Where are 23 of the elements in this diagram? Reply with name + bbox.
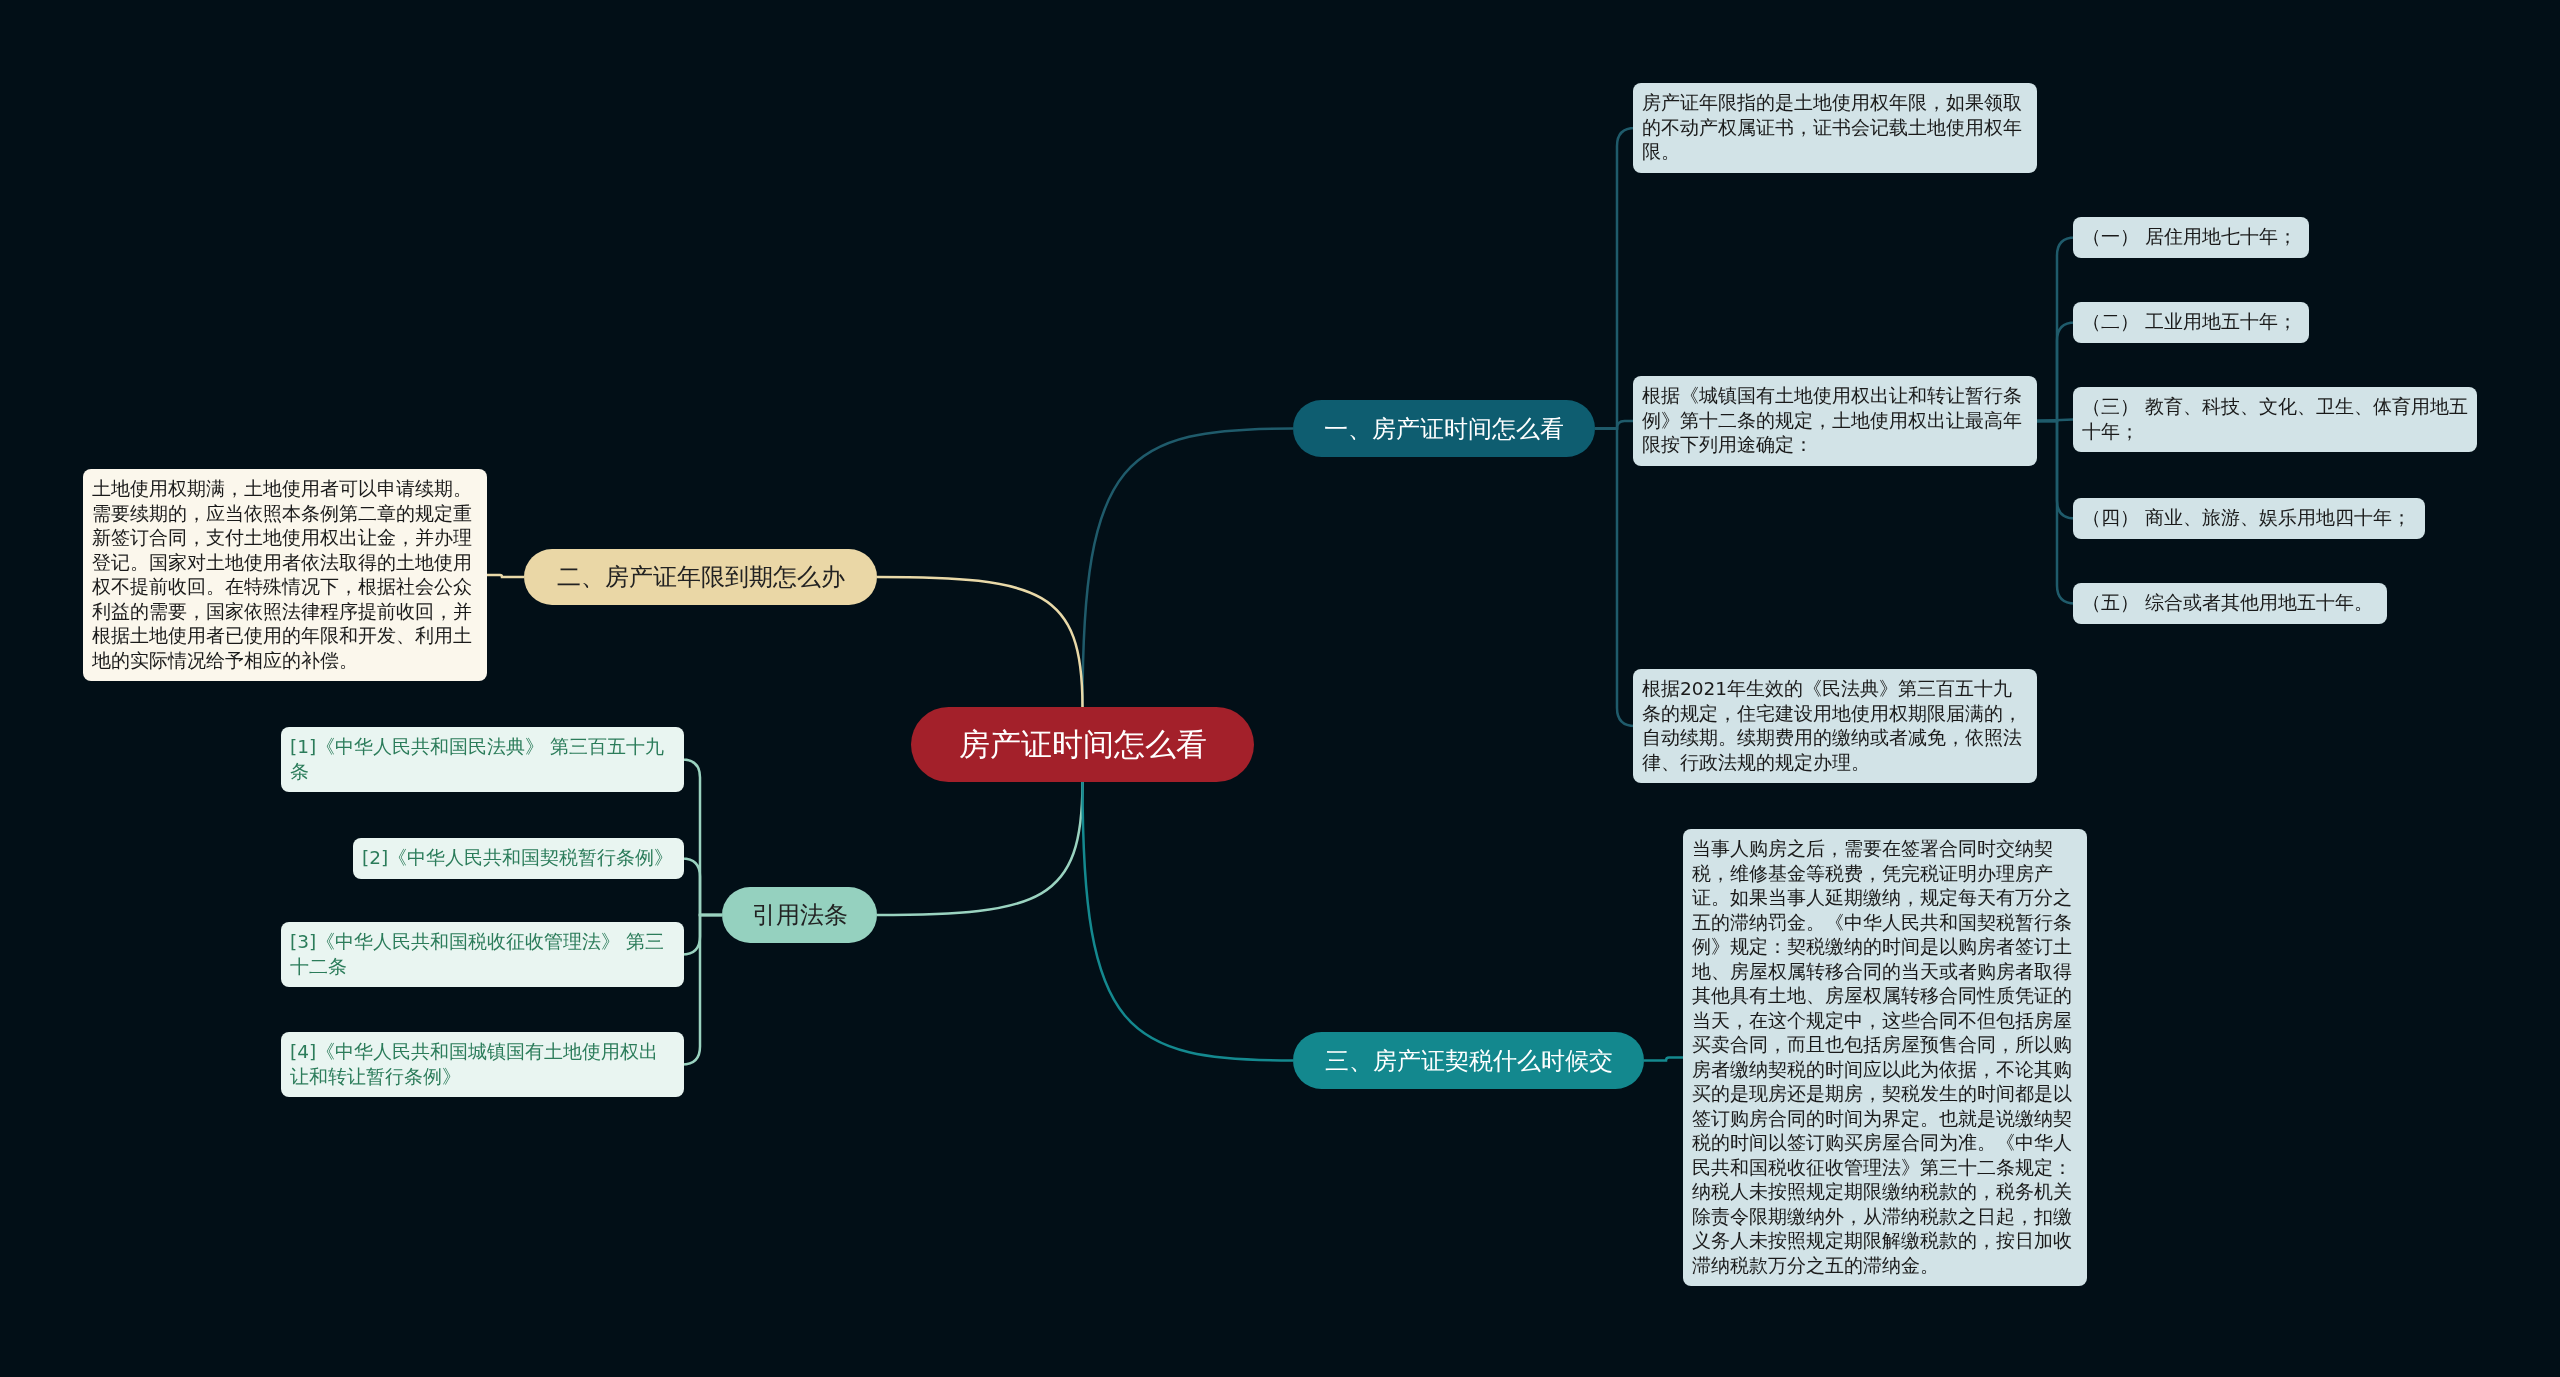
text-card: 土地使用权期满，土地使用者可以申请续期。需要续期的，应当依照本条例第二章的规定重新签订合同，支付土地使用权出让金，并办理登记。国家对土地使用者依法取得的土地使用权不提前收回。在特殊情况下，根据社会公众利益的需要，国家依照法律程序提前收回，并根据土地使用者已使用的年限和开发、利用土地的实际情况给予相应的补偿。 bbox=[83, 469, 487, 681]
text-card: （三） 教育、科技、文化、卫生、体育用地五十年； bbox=[2073, 387, 2477, 452]
text-card: （四） 商业、旅游、娱乐用地四十年； bbox=[2073, 498, 2425, 539]
connector-line bbox=[1644, 1056, 1683, 1062]
citation-card: [4]《中华人民共和国城镇国有土地使用权出让和转让暂行条例》 bbox=[281, 1032, 684, 1097]
connector-line bbox=[487, 573, 524, 579]
text-card: （一） 居住用地七十年； bbox=[2073, 217, 2309, 258]
connector-line bbox=[1081, 782, 1294, 1062]
connector-line bbox=[877, 575, 1084, 708]
text-card: 根据《城镇国有土地使用权出让和转让暂行条例》第十二条的规定，土地使用权出让最高年限按下列用途确定： bbox=[1633, 376, 2037, 466]
branch-topic: 三、房产证契税什么时候交 bbox=[1293, 1032, 1644, 1089]
root-topic: 房产证时间怎么看 bbox=[911, 707, 1254, 782]
text-card: 房产证年限指的是土地使用权年限，如果领取的不动产权属证书，证书会记载土地使用权年限。 bbox=[1633, 83, 2037, 173]
citation-card: [3]《中华人民共和国税收征收管理法》 第三十二条 bbox=[281, 922, 684, 987]
text-card: （五） 综合或者其他用地五十年。 bbox=[2073, 583, 2387, 624]
citation-card: [1]《中华人民共和国民法典》 第三百五十九条 bbox=[281, 727, 684, 792]
text-card: （二） 工业用地五十年； bbox=[2073, 302, 2309, 343]
branch-topic: 引用法条 bbox=[722, 887, 877, 943]
branch-topic: 二、房产证年限到期怎么办 bbox=[524, 549, 877, 605]
text-card: 当事人购房之后，需要在签署合同时交纳契税，维修基金等税费，凭完税证明办理房产证。如果当事人延期缴纳，规定每天有万分之五的滞纳罚金。《中华人民共和国契税暂行条例》规定：契税缴纳的时间是以购房者签订土地、房屋权属转移合同的当天或者购房者取得其他具有土地、房屋权属转移合同性质凭证的当天，在这个规定中，这些合同不但包括房屋买卖合同，而且也包括房屋预售合同，所以购房者缴纳契税的时间应以此为依据，不论其购买的是现房还是期房，契税发生的时间都是以签订购房合同的时间为界定。也就是说缴纳契税的时间以签订购买房屋合同为准。《中华人民共和国税收征收管理法》第三十二条规定：纳税人未按照规定期限缴纳税款的，税务机关除责令限期缴纳外，从滞纳税款之日起，扣缴义务人未按照规定期限解缴税款的，按日加收滞纳税款万分之五的滞纳金。 bbox=[1683, 829, 2087, 1286]
text-card: 根据2021年生效的《民法典》第三百五十九条的规定，住宅建设用地使用权期限届满的，自动续期。续期费用的缴纳或者减免，依照法律、行政法规的规定办理。 bbox=[1633, 669, 2037, 783]
branch-topic: 一、房产证时间怎么看 bbox=[1293, 400, 1595, 457]
citation-card: [2]《中华人民共和国契税暂行条例》 bbox=[353, 838, 684, 879]
